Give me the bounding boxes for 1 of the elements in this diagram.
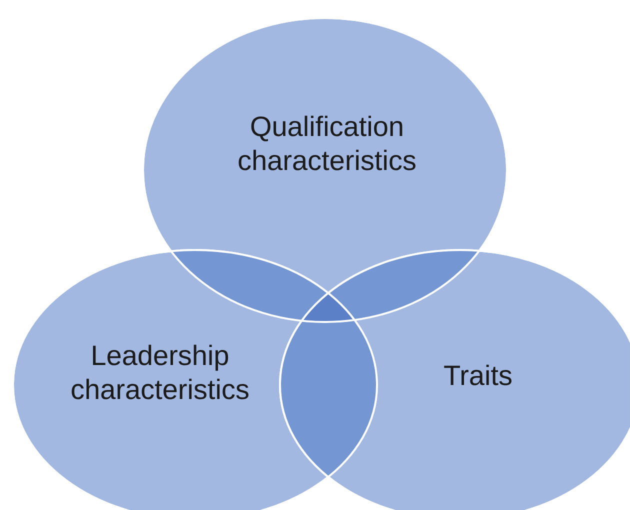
node-label: Traits bbox=[444, 364, 512, 386]
